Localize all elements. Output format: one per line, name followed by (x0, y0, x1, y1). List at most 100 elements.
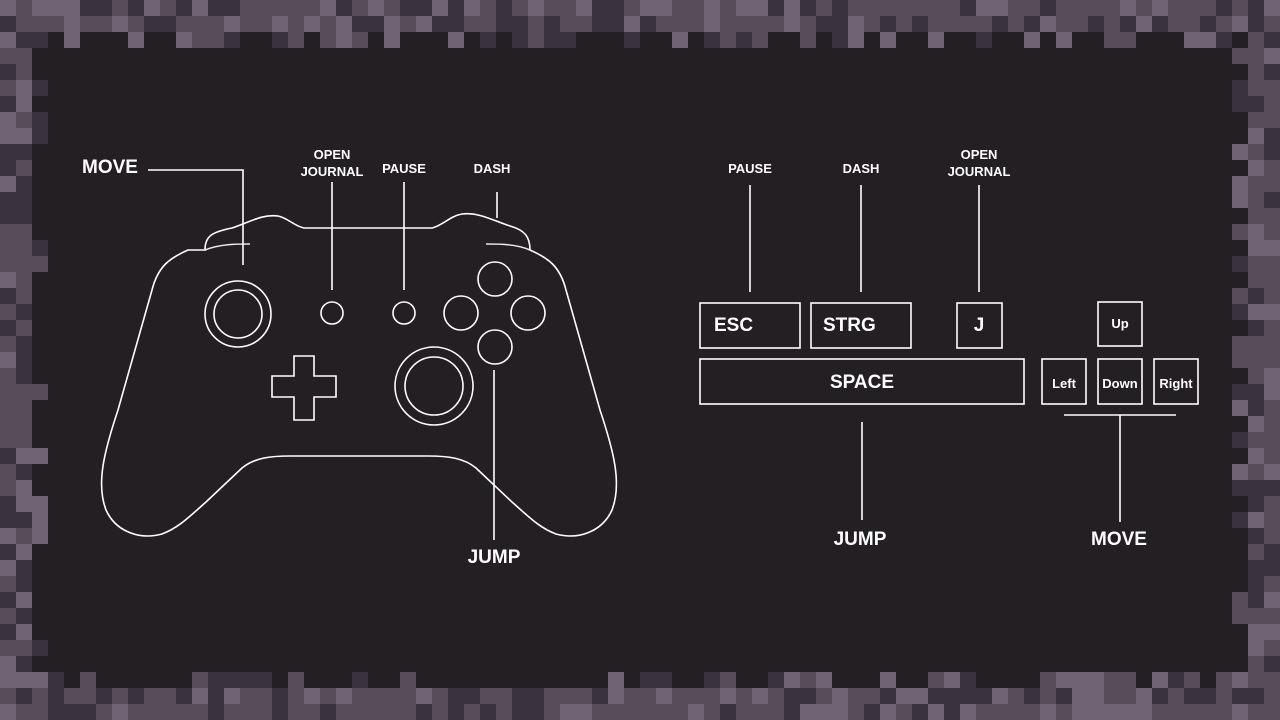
frame-pixel (1248, 32, 1264, 48)
frame-pixel (1104, 32, 1120, 48)
frame-pixel (128, 32, 144, 48)
frame-pixel (0, 288, 16, 304)
frame-pixel (1264, 320, 1280, 336)
frame-pixel (656, 672, 672, 688)
frame-pixel (352, 688, 368, 704)
frame-pixel (0, 336, 16, 352)
frame-pixel (960, 0, 976, 16)
gamepad (100, 212, 618, 537)
frame-pixel (1264, 128, 1280, 144)
frame-pixel (512, 0, 528, 16)
frame-pixel (1088, 16, 1104, 32)
frame-pixel (0, 368, 16, 384)
frame-pixel (1232, 288, 1248, 304)
frame-pixel (1216, 704, 1232, 720)
frame-pixel (1248, 672, 1264, 688)
frame-pixel (1136, 16, 1152, 32)
frame-pixel (224, 16, 240, 32)
frame-pixel (592, 688, 608, 704)
frame-pixel (1264, 64, 1280, 80)
frame-pixel (1264, 240, 1280, 256)
frame-pixel (288, 0, 304, 16)
frame-pixel (1232, 704, 1248, 720)
frame-pixel (32, 240, 48, 256)
frame-pixel (208, 32, 224, 48)
frame-pixel (1120, 32, 1136, 48)
frame-pixel (320, 0, 336, 16)
frame-pixel (384, 16, 400, 32)
frame-pixel (896, 704, 912, 720)
frame-pixel (16, 544, 32, 560)
frame-pixel (608, 704, 624, 720)
key-space-label: SPACE (830, 372, 894, 393)
frame-pixel (928, 672, 944, 688)
frame-pixel (800, 32, 816, 48)
frame-pixel (560, 0, 576, 16)
frame-pixel (0, 656, 16, 672)
frame-pixel (528, 16, 544, 32)
frame-pixel (32, 528, 48, 544)
frame-pixel (816, 16, 832, 32)
frame-pixel (976, 704, 992, 720)
frame-pixel (0, 304, 16, 320)
frame-pixel (0, 192, 16, 208)
frame-pixel (224, 672, 240, 688)
frame-pixel (1232, 384, 1248, 400)
frame-pixel (144, 16, 160, 32)
frame-pixel (144, 704, 160, 720)
frame-pixel (368, 16, 384, 32)
frame-pixel (0, 640, 16, 656)
frame-pixel (416, 16, 432, 32)
frame-pixel (704, 704, 720, 720)
frame-pixel (0, 624, 16, 640)
frame-pixel (768, 672, 784, 688)
frame-pixel (32, 80, 48, 96)
frame-pixel (368, 704, 384, 720)
frame-pixel (176, 32, 192, 48)
frame-pixel (1072, 672, 1088, 688)
frame-pixel (480, 0, 496, 16)
frame-pixel (848, 32, 864, 48)
key-esc (699, 302, 801, 349)
kb-journal-label-2: JOURNAL (948, 164, 1011, 179)
frame-pixel (1232, 480, 1248, 496)
frame-pixel (16, 320, 32, 336)
frame-pixel (912, 0, 928, 16)
frame-pixel (272, 688, 288, 704)
frame-pixel (32, 384, 48, 400)
frame-pixel (1152, 672, 1168, 688)
frame-pixel (1232, 688, 1248, 704)
frame-pixel (1264, 352, 1280, 368)
frame-pixel (1024, 704, 1040, 720)
frame-pixel (16, 448, 32, 464)
frame-pixel (912, 16, 928, 32)
frame-pixel (800, 704, 816, 720)
frame-pixel (928, 0, 944, 16)
frame-pixel (720, 704, 736, 720)
frame-pixel (224, 704, 240, 720)
frame-pixel (80, 16, 96, 32)
frame-pixel (0, 416, 16, 432)
frame-pixel (304, 0, 320, 16)
frame-pixel (16, 336, 32, 352)
frame-pixel (352, 32, 368, 48)
frame-pixel (1088, 688, 1104, 704)
frame-pixel (576, 0, 592, 16)
frame-pixel (32, 16, 48, 32)
frame-pixel (640, 688, 656, 704)
frame-pixel (192, 704, 208, 720)
frame-pixel (208, 704, 224, 720)
frame-pixel (1248, 416, 1264, 432)
frame-pixel (1248, 272, 1264, 288)
frame-pixel (1248, 704, 1264, 720)
frame-pixel (352, 704, 368, 720)
frame-pixel (304, 688, 320, 704)
frame-pixel (48, 704, 64, 720)
frame-pixel (736, 32, 752, 48)
frame-pixel (112, 688, 128, 704)
frame-pixel (1168, 688, 1184, 704)
frame-pixel (208, 672, 224, 688)
frame-pixel (480, 688, 496, 704)
frame-pixel (256, 688, 272, 704)
